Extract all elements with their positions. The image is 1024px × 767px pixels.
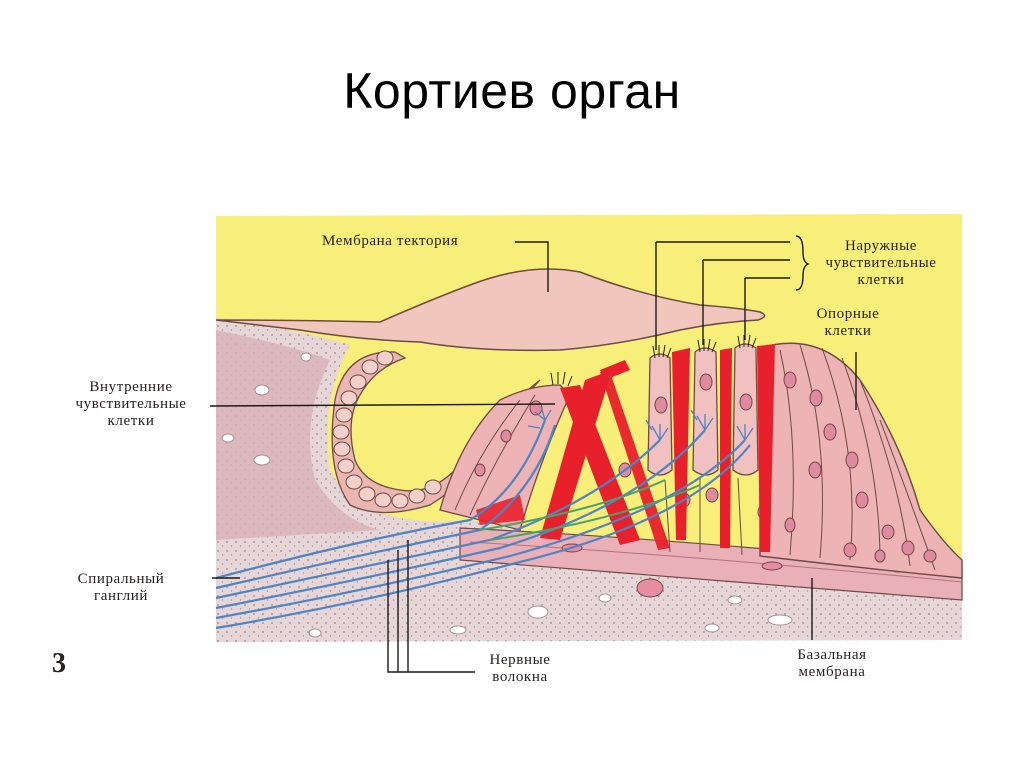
label-nerve-fibers: Нервные волокна [470, 652, 570, 686]
label-inner-hair-cells: Внутренние чувствительные клетки [50, 379, 212, 430]
label-spiral-ganglion: Спиральный ганглий [56, 571, 186, 605]
label-tectorial-membrane: Мембрана тектория [322, 233, 458, 250]
label-outer-hair-cells: Наружные чувствительные клетки [806, 238, 956, 289]
figure-number: 3 [52, 648, 78, 680]
label-basilar-membrane: Базальная мембрана [772, 647, 892, 681]
label-supporting-cells: Опорные клетки [800, 306, 896, 340]
